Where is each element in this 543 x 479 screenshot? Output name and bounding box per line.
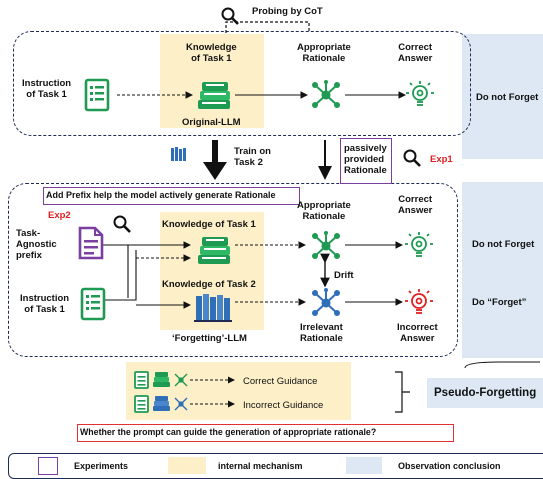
network-icon-good (312, 231, 340, 259)
guidance-incorrect: Incorrect Guidance (243, 400, 324, 411)
conclusion-good: Do not Forget (472, 239, 535, 250)
probing-bracket (225, 21, 310, 33)
pseudo-forgetting-box (427, 378, 543, 408)
exp1-label: Exp1 (430, 154, 453, 165)
passive-label: passively provided Rationale (344, 143, 387, 176)
books-icon-top (198, 82, 230, 109)
rationale-good-label: Appropriate Rationale (297, 200, 351, 222)
panel-brace (464, 361, 540, 369)
bulb-icon-bad (405, 289, 433, 314)
model-label-top: Original-LLM (182, 117, 241, 128)
train-arrow (203, 140, 227, 180)
legend-observation-swatch (346, 457, 382, 474)
document-icon-top (84, 78, 110, 112)
answer-label-top: Correct Answer (398, 42, 433, 64)
prefix-document-icon (78, 226, 104, 260)
prefix-banner: Add Prefix help the model actively gener… (46, 190, 276, 200)
knowledge-label-top: Knowledge of Task 1 (186, 42, 237, 64)
observation-panel-top (462, 34, 543, 159)
mechanism-region-top (160, 34, 264, 128)
legend-observation-label: Observation conclusion (398, 461, 501, 471)
train-label: Train on Task 2 (234, 146, 271, 168)
exp2-label: Exp2 (48, 210, 71, 221)
pseudo-forgetting-label: Pseudo-Forgetting (434, 387, 537, 399)
guidance-icons-correct (134, 371, 188, 389)
passive-rationale-box (340, 138, 392, 184)
prefix-banner-box (43, 187, 300, 205)
original-llm-panel (13, 31, 471, 136)
rationale-bad-label: Irrelevant Rationale (300, 322, 343, 344)
conclusion-top: Do not Forget (476, 92, 539, 103)
guidance-brace (395, 371, 410, 413)
question-box (77, 424, 454, 442)
rationale-label-top: Appropriate Rationale (297, 42, 351, 64)
document-icon-bottom (80, 287, 106, 321)
magnifier-icon (221, 7, 239, 25)
connector-instruction-up (105, 250, 137, 301)
network-icon-bad (312, 288, 340, 316)
instruction-label-bottom: Instruction of Task 1 (20, 293, 70, 315)
books-icon-bottom (198, 237, 230, 264)
model-label-bottom: ‘Forgetting’-LLM (172, 333, 247, 344)
question-label: Whether the prompt can guide the generat… (80, 427, 377, 437)
probing-label: Probing by CoT (252, 6, 323, 17)
forgetting-llm-panel (8, 183, 458, 357)
legend-experiments-label: Experiments (74, 461, 129, 471)
bulb-icon-good (405, 232, 433, 257)
magnifier-icon-exp2 (113, 215, 131, 233)
answer-bad-label: Incorrect Answer (397, 322, 438, 344)
legend-mechanism-label: internal mechanism (218, 461, 303, 471)
prefix-label: Task- Agnostic prefix (16, 228, 57, 261)
answer-good-label: Correct Answer (398, 194, 433, 216)
drift-label: Drift (334, 270, 354, 281)
blue-books-icon (194, 294, 232, 322)
library-icon (171, 147, 186, 161)
bulb-icon-top (406, 81, 434, 106)
observation-panel-bottom (462, 182, 543, 358)
legend-experiments-swatch (38, 457, 58, 475)
network-icon-top (312, 80, 340, 108)
knowledge2-label: Knowledge of Task 2 (162, 279, 256, 290)
instruction-label-top: Instruction of Task 1 (22, 78, 72, 100)
guidance-icons-incorrect (134, 395, 188, 413)
knowledge1-label: Knowledge of Task 1 (162, 219, 256, 230)
guidance-correct: Correct Guidance (243, 376, 318, 387)
magnifier-icon-exp1 (403, 149, 421, 167)
conclusion-bad: Do “Forget” (472, 297, 527, 308)
legend-mechanism-swatch (168, 457, 206, 474)
